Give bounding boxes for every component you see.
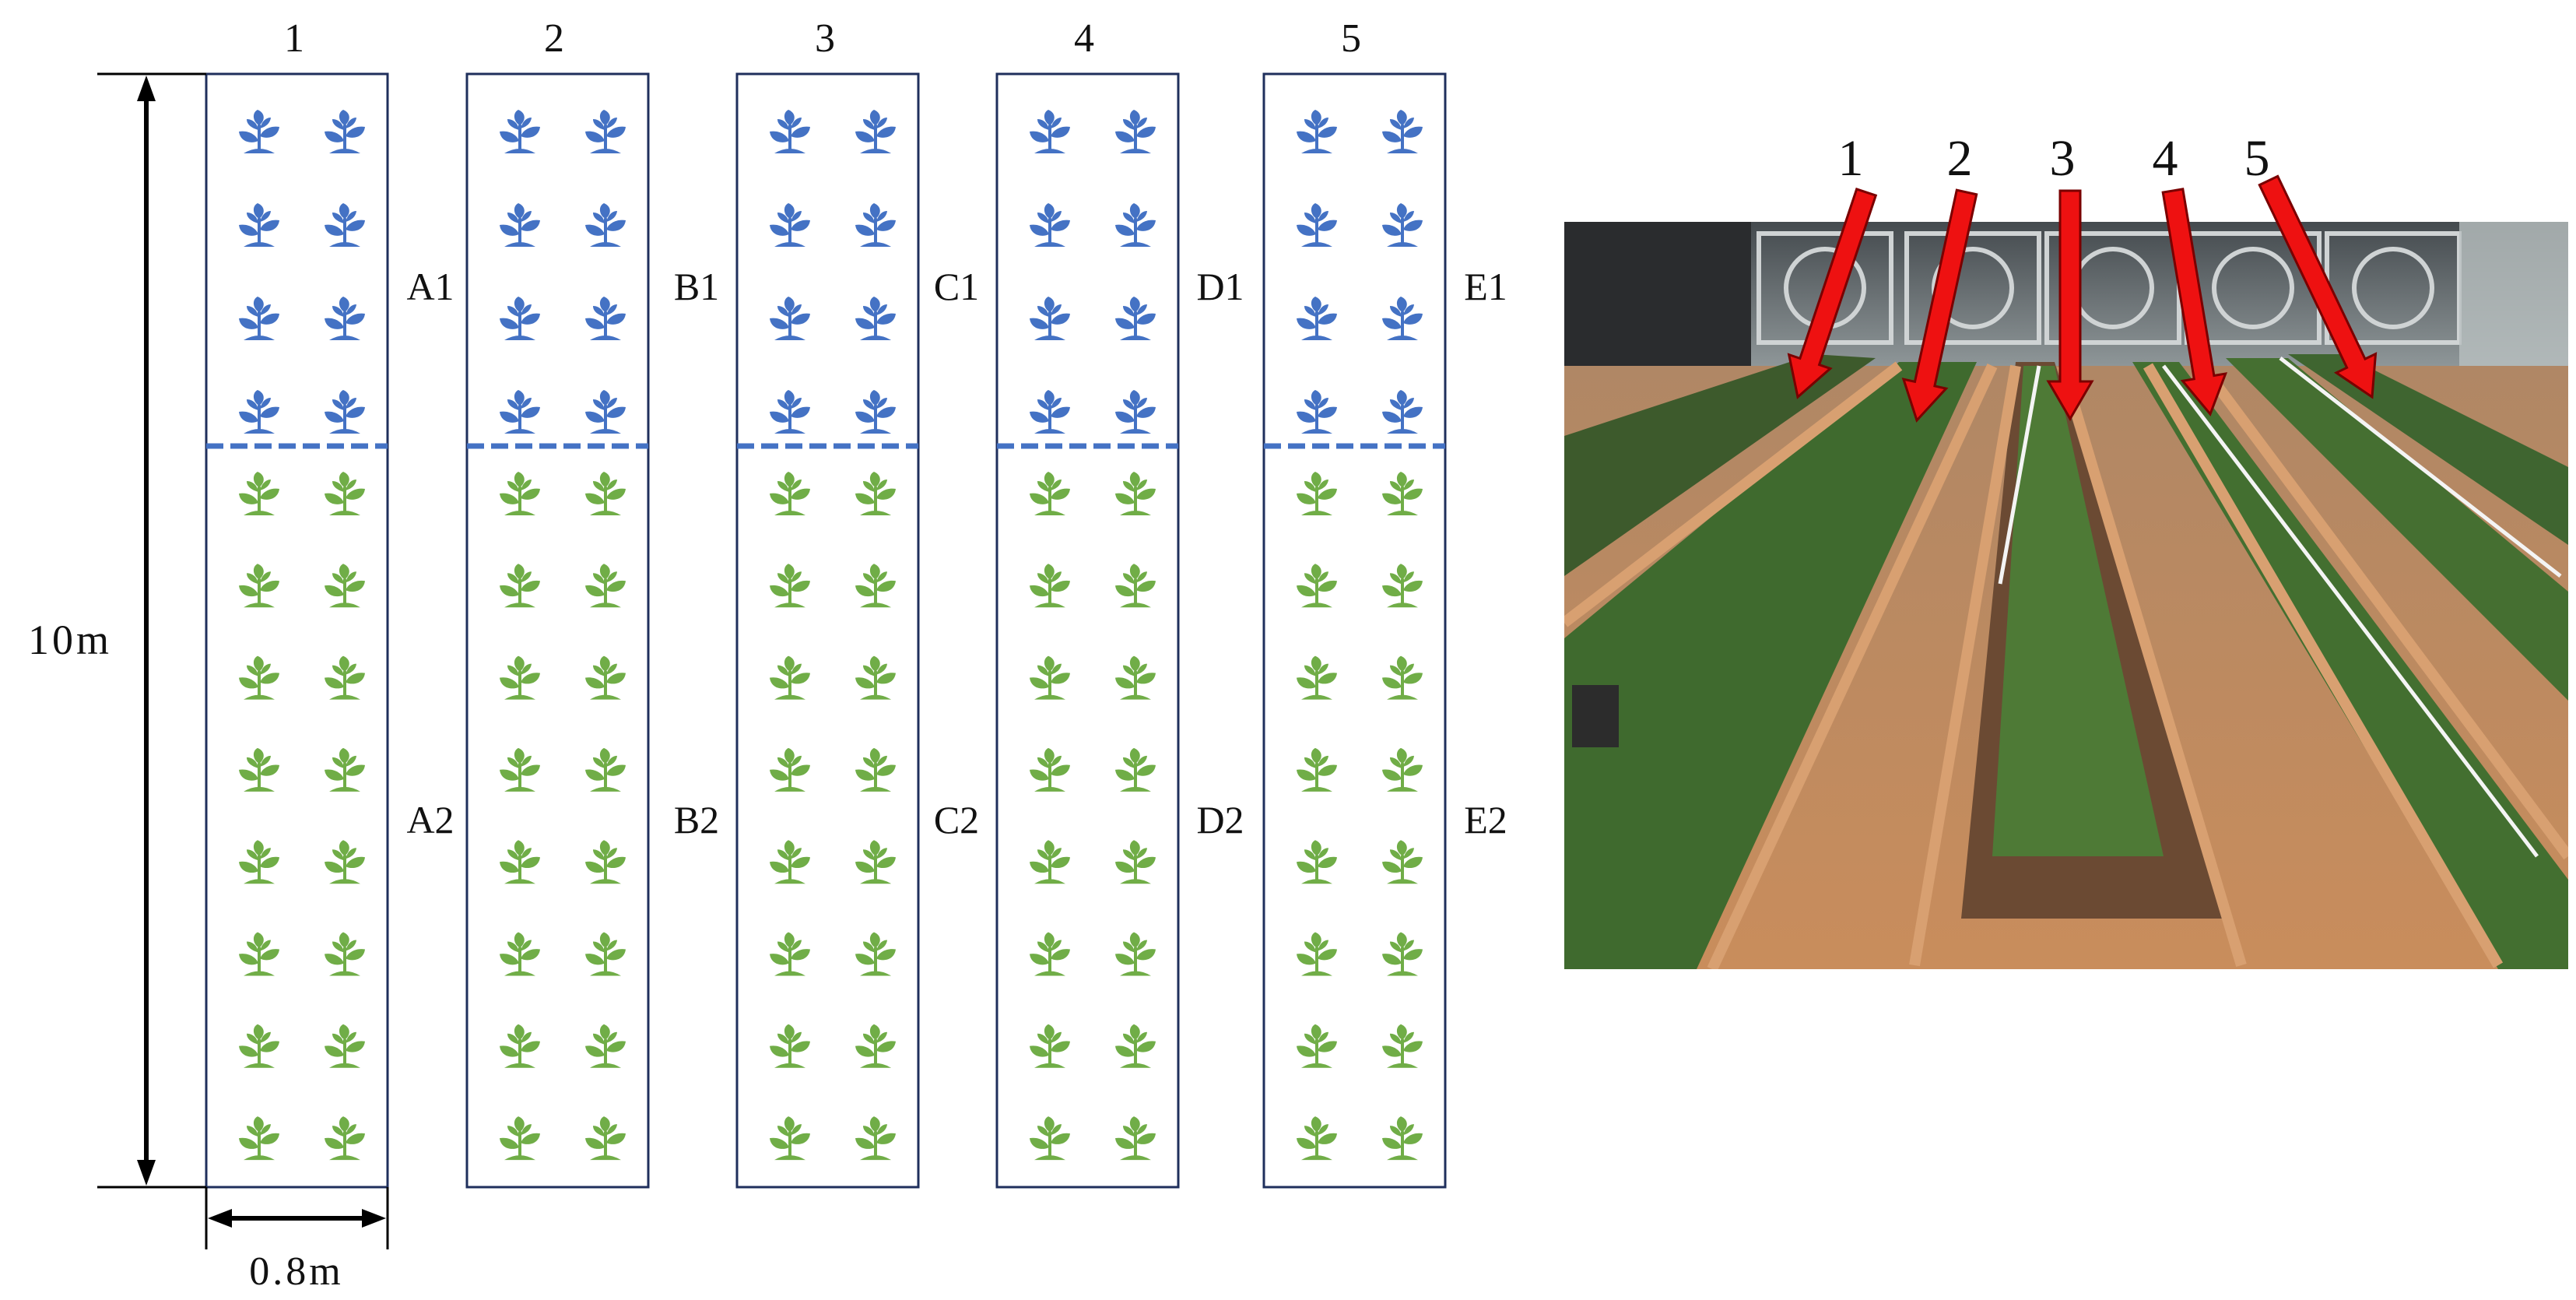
length-dimension: 10m [28, 72, 206, 1189]
bed-number: 3 [815, 16, 835, 61]
plot-label: D1 [1196, 265, 1244, 308]
photo-ridges [1564, 361, 2568, 969]
bed-outline [995, 72, 1180, 1189]
plot-label: C2 [934, 798, 979, 841]
planting-bed [205, 72, 389, 1189]
red-arrow [1787, 188, 1878, 399]
plot-label: A1 [406, 265, 454, 308]
photo-arrow-label: 2 [1947, 130, 1973, 187]
bed-number: 4 [1074, 16, 1094, 61]
plot-label: B2 [674, 798, 719, 841]
bed-layout-diagram [205, 72, 1447, 1189]
bed-number-labels: 1 2 3 4 5 [284, 16, 1361, 61]
length-arrowhead-up [137, 76, 156, 101]
photo-arrow-label: 5 [2244, 130, 2270, 187]
photo-arrow-label: 1 [1838, 130, 1864, 187]
red-arrow [2161, 188, 2228, 416]
bed-outline [205, 72, 389, 1189]
bed-number: 5 [1341, 16, 1361, 61]
greenhouse-photo [1564, 222, 2568, 969]
planting-bed [995, 72, 1180, 1189]
plot-labels: A1 A2 B1 B2 C1 C2 D1 D2 E1 E2 [406, 265, 1507, 841]
photo-arrow-labels: 1 2 3 4 5 [1838, 130, 2270, 187]
length-arrowhead-down [137, 1160, 156, 1186]
red-arrow [2046, 189, 2094, 421]
photo-pipes [1998, 357, 2562, 858]
planting-bed [465, 72, 650, 1189]
bed-number: 1 [284, 16, 304, 61]
photo-right-wall [2459, 222, 2568, 378]
bed-outline [465, 72, 650, 1189]
photo-arrows [1787, 174, 2378, 423]
plot-label: D2 [1196, 798, 1244, 841]
plot-label: E2 [1464, 798, 1507, 841]
photo-arrow-label: 4 [2153, 130, 2178, 187]
red-arrow [1901, 188, 1978, 423]
bed-outline [735, 72, 920, 1189]
width-label: 0.8m [249, 1249, 343, 1294]
bed-number: 2 [544, 16, 564, 61]
bed-outline [1262, 72, 1447, 1189]
width-arrowhead-right [362, 1209, 386, 1228]
plot-label: E1 [1464, 265, 1507, 308]
planting-bed [735, 72, 920, 1189]
plot-label: C1 [934, 265, 979, 308]
photo-beds [1564, 354, 2568, 969]
width-dimension: 0.8m [205, 1187, 389, 1294]
plot-label: A2 [406, 798, 454, 841]
red-arrow [2258, 174, 2378, 399]
width-arrowhead-left [208, 1209, 232, 1228]
plot-label: B1 [674, 265, 719, 308]
photo-sensor [1572, 685, 1619, 747]
photo-arrow-label: 3 [2050, 130, 2076, 187]
length-label: 10m [28, 617, 112, 663]
planting-bed [1262, 72, 1447, 1189]
